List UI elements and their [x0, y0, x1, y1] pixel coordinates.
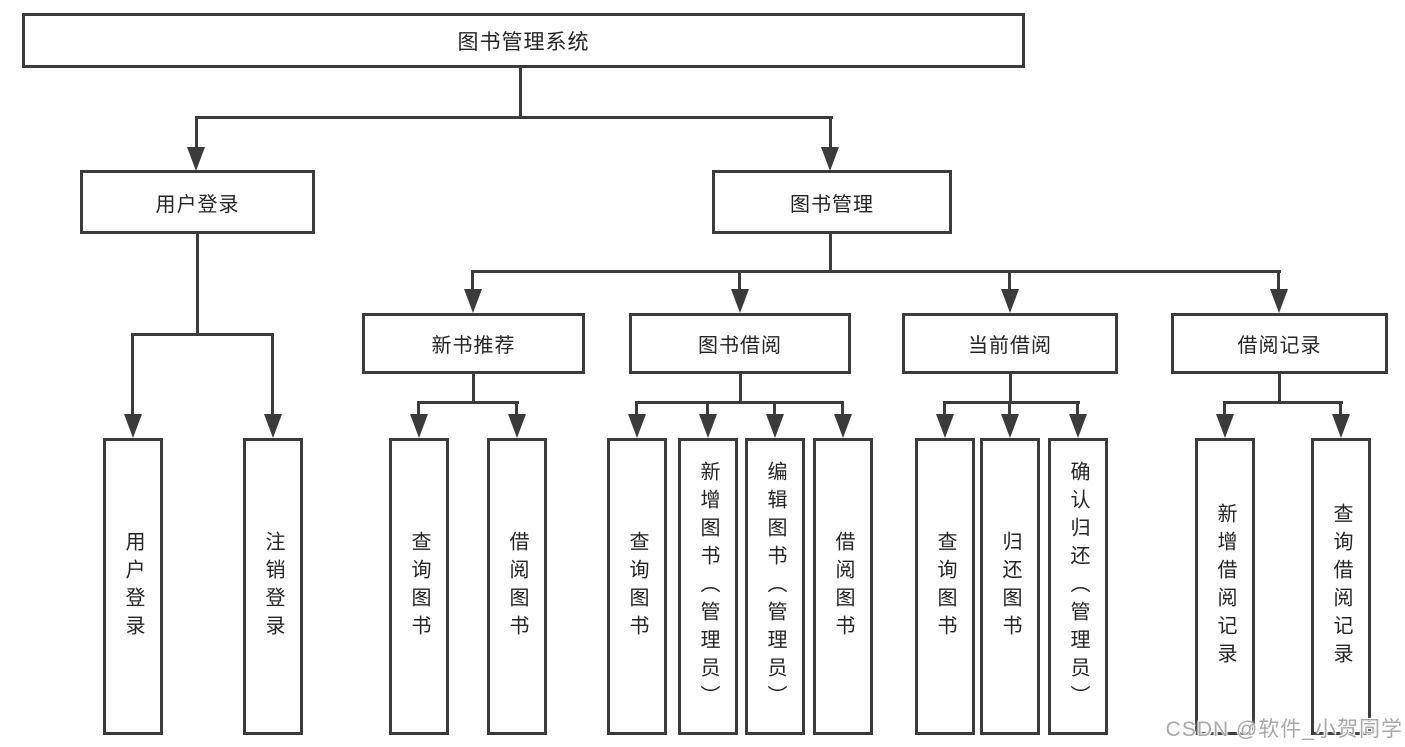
connector-line [472, 374, 475, 404]
node-label: 查询图书 [626, 530, 648, 643]
connector-line [829, 116, 832, 150]
node-book-management: 图书管理 [712, 170, 952, 234]
connector-line [131, 333, 134, 415]
arrowhead [464, 289, 482, 313]
connector-line [841, 401, 844, 416]
leaf-add-borrow-record: 新增借阅记录 [1195, 438, 1255, 735]
arrowhead [834, 414, 852, 438]
connector-line [706, 401, 709, 416]
node-label: 查询图书 [934, 530, 956, 643]
node-label: 用户登录 [122, 530, 144, 643]
connector-line [943, 401, 1080, 404]
arrowhead [264, 414, 282, 438]
connector-line [1278, 374, 1281, 404]
connector-line [1223, 401, 1226, 416]
arrowhead [1332, 414, 1350, 438]
leaf-query-borrow-record: 查询借阅记录 [1311, 438, 1371, 735]
connector-line [738, 270, 741, 292]
leaf-query-books-recommend: 查询图书 [389, 438, 449, 735]
connector-line [739, 374, 742, 404]
node-borrow-records: 借阅记录 [1171, 313, 1388, 374]
node-root-system: 图书管理系统 [22, 13, 1025, 68]
node-current-borrow: 当前借阅 [902, 313, 1118, 374]
connector-line [1223, 401, 1343, 404]
connector-line [829, 234, 832, 273]
connector-line [195, 116, 833, 119]
leaf-user-login: 用户登录 [103, 438, 163, 735]
arrowhead [821, 147, 839, 171]
node-label: 确认归还（管理员） [1067, 460, 1089, 713]
connector-line [131, 333, 274, 336]
arrowhead [410, 414, 428, 438]
arrowhead [766, 414, 784, 438]
connector-line [195, 116, 198, 150]
connector-line [943, 401, 946, 416]
arrowhead [124, 414, 142, 438]
node-label: 用户登录 [155, 193, 240, 216]
node-label: 图书借阅 [698, 335, 782, 357]
connector-line [471, 270, 474, 292]
node-new-book-recommend: 新书推荐 [362, 313, 585, 374]
watermark: CSDN @软件_小贺同学 [1165, 718, 1403, 741]
arrowhead [187, 147, 205, 171]
node-label: 编辑图书（管理员） [764, 460, 786, 713]
node-label: 新增借阅记录 [1214, 502, 1236, 671]
leaf-confirm-return-admin: 确认归还（管理员） [1048, 438, 1108, 735]
arrowhead [1001, 289, 1019, 313]
node-label: 图书管理 [790, 193, 874, 216]
node-user-login: 用户登录 [80, 170, 315, 234]
connector-line [271, 333, 274, 415]
connector-line [417, 401, 420, 416]
node-label: 借阅图书 [832, 530, 854, 643]
node-book-borrow: 图书借阅 [629, 313, 851, 374]
node-label: 查询图书 [408, 530, 430, 643]
connector-line [1076, 401, 1079, 416]
arrowhead [1216, 414, 1234, 438]
node-label: 注销登录 [262, 530, 284, 643]
connector-line [635, 401, 638, 416]
arrowhead [731, 289, 749, 313]
leaf-edit-book-admin: 编辑图书（管理员） [745, 438, 805, 735]
connector-line [635, 401, 844, 404]
leaf-borrow-books: 借阅图书 [813, 438, 873, 735]
connector-line [773, 401, 776, 416]
leaf-logout: 注销登录 [243, 438, 303, 735]
node-label: 图书管理系统 [457, 30, 590, 54]
connector-line [1339, 401, 1342, 416]
leaf-query-books-current: 查询图书 [915, 438, 975, 735]
node-label: 查询借阅记录 [1330, 502, 1352, 671]
connector-line [515, 401, 518, 416]
connector-line [471, 270, 1281, 273]
node-label: 当前借阅 [968, 335, 1052, 357]
arrowhead [628, 414, 646, 438]
arrowhead [1069, 414, 1087, 438]
arrowhead [508, 414, 526, 438]
leaf-borrow-books-recommend: 借阅图书 [487, 438, 547, 735]
node-label: 归还图书 [999, 530, 1021, 643]
node-label: 借阅图书 [506, 530, 528, 643]
arrowhead [699, 414, 717, 438]
connector-line [1277, 270, 1280, 292]
node-label: 新书推荐 [431, 335, 516, 357]
node-label: 借阅记录 [1237, 335, 1322, 357]
leaf-return-book: 归还图书 [980, 438, 1040, 735]
leaf-query-books-borrow: 查询图书 [607, 438, 667, 735]
connector-line [519, 68, 522, 118]
arrowhead [936, 414, 954, 438]
connector-line [1009, 374, 1012, 404]
connector-line [1008, 401, 1011, 416]
leaf-add-book-admin: 新增图书（管理员） [678, 438, 738, 735]
connector-line [1008, 270, 1011, 292]
connector-line [417, 401, 519, 404]
arrowhead [1270, 289, 1288, 313]
connector-line [196, 234, 199, 335]
arrowhead [1001, 414, 1019, 438]
node-label: 新增图书（管理员） [697, 460, 719, 713]
